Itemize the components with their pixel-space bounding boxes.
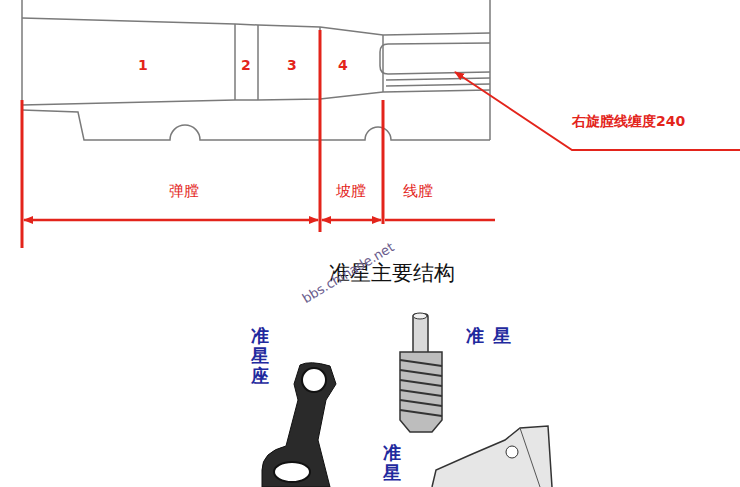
part-label: 准星 [383,443,401,483]
dimension-lines [22,30,740,248]
section-label: 弹膛 [167,183,201,200]
callout-text: 右旋膛线缠度240 [572,114,685,129]
front-sight-base [262,363,336,487]
callout-number: 3 [287,58,297,73]
chamber-section [22,0,490,140]
section-label: 线膛 [401,183,435,200]
part-label: 准星座 [251,326,269,385]
callout-number: 2 [241,58,251,73]
front-sight-guard [432,426,552,487]
callout-number: 4 [338,58,348,73]
section-label: 坡膛 [334,183,368,200]
front-sight-post [400,313,442,432]
part-label: 准星 [466,326,520,346]
callout-number: 1 [138,58,148,73]
